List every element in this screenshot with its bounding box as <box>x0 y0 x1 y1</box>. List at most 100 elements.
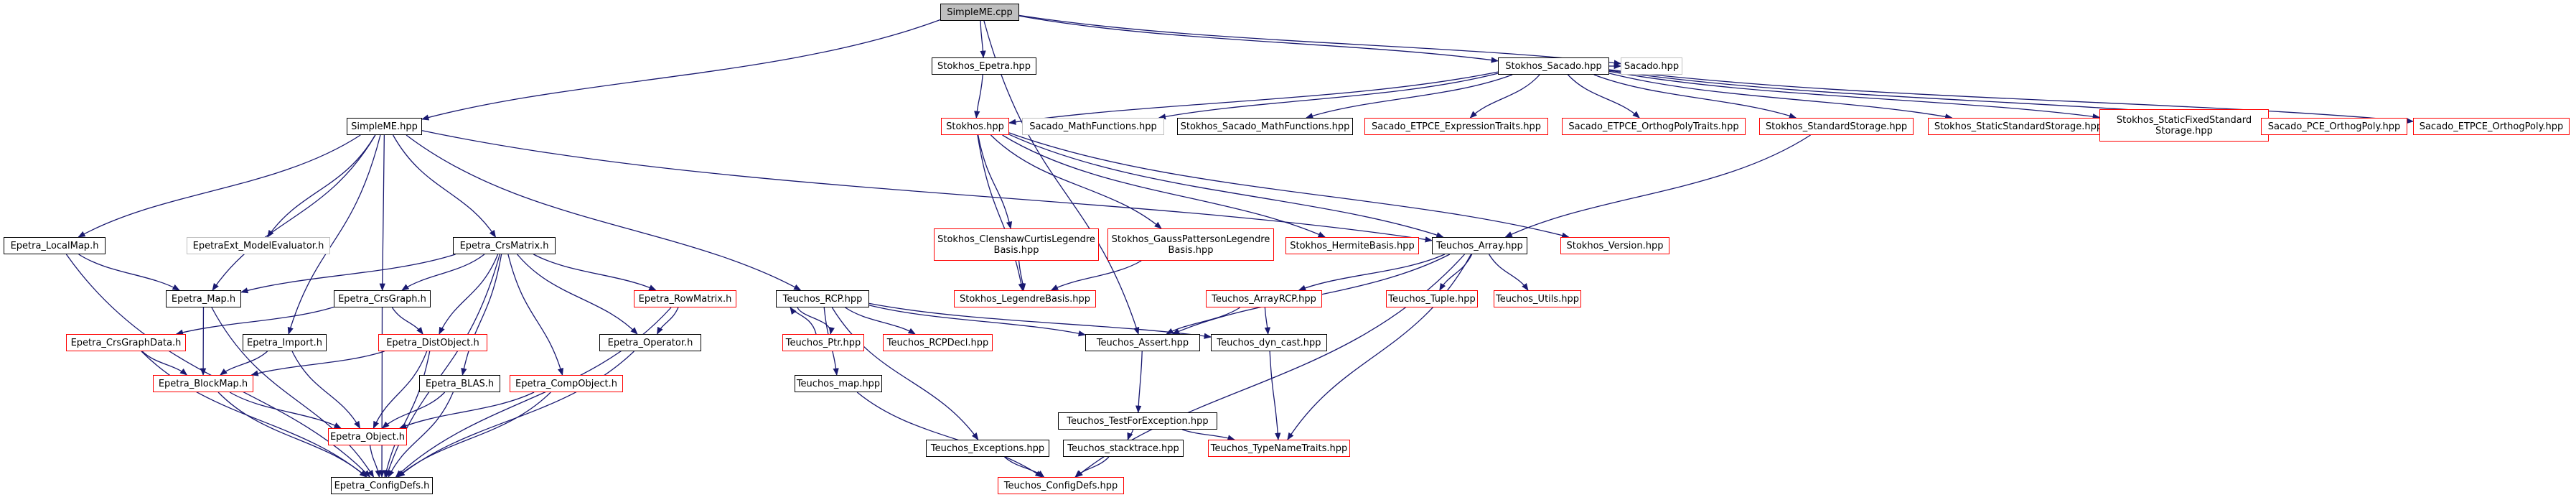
node-teuchos-assert[interactable]: Teuchos_Assert.hpp <box>1085 334 1200 351</box>
edge-epetra-compobject-to-epetra-configdefs <box>396 392 551 478</box>
node-stokhos-gpl[interactable]: Stokhos_GaussPattersonLegendre Basis.hpp <box>1107 228 1274 261</box>
edge-epetra-import-to-epetra-object <box>291 351 360 429</box>
edge-simpleme-hpp-to-epetra-import <box>287 134 381 335</box>
node-stokhos-sacado-mathfunctions[interactable]: Stokhos_Sacado_MathFunctions.hpp <box>1177 118 1353 135</box>
edge-teuchos-testforexception-to-teuchos-stacktrace <box>1127 429 1134 440</box>
edge-epetra-crsmatrix-to-epetra-operator <box>517 254 638 335</box>
node-epetra-crsgraph[interactable]: Epetra_CrsGraph.h <box>334 290 431 307</box>
node-teuchos-tuple[interactable]: Teuchos_Tuple.hpp <box>1386 290 1478 307</box>
node-stokhos-ccl[interactable]: Stokhos_ClenshawCurtisLegendre Basis.hpp <box>934 228 1099 261</box>
edge-stokhos-sacado-to-stokhos-staticstandardstorage <box>1608 73 1953 120</box>
node-epetra-operator[interactable]: Epetra_Operator.h <box>599 334 701 351</box>
edge-teuchos-assert-to-teuchos-testforexception <box>1135 351 1143 414</box>
node-epetra-map[interactable]: Epetra_Map.h <box>166 290 241 307</box>
node-simplemecpp[interactable]: SimpleME.cpp <box>940 4 1019 21</box>
node-teuchos-typenametraits[interactable]: Teuchos_TypeNameTraits.hpp <box>1208 440 1350 457</box>
edge-epetra-localmap-to-epetra-configdefs <box>65 254 371 478</box>
edge-teuchos-rcp-to-teuchos-exceptions <box>831 307 979 440</box>
edge-teuchos-rcp-to-teuchos-rcpdecl <box>845 307 916 335</box>
node-epetra-crsmatrix[interactable]: Epetra_CrsMatrix.h <box>453 237 556 254</box>
node-sacado-etpce-orthopolytraits[interactable]: Sacado_ETPCE_OrthogPolyTraits.hpp <box>1562 118 1746 135</box>
node-teuchos-rcp[interactable]: Teuchos_RCP.hpp <box>776 290 869 307</box>
node-teuchos-rcpdecl[interactable]: Teuchos_RCPDecl.hpp <box>883 334 993 351</box>
node-teuchos-ptr[interactable]: Teuchos_Ptr.hpp <box>782 334 864 351</box>
node-stokhos-staticstandardstorage[interactable]: Stokhos_StaticStandardStorage.hpp <box>1928 118 2109 135</box>
edge-teuchos-testforexception-to-teuchos-typenametraits <box>1181 429 1235 441</box>
edge-teuchos-dyncast-to-teuchos-typenametraits <box>1269 351 1281 441</box>
edge-epetra-map-to-epetra-configdefs <box>211 307 375 478</box>
edge-stokhos-sacado-to-stokhos-sacado-mathfunctions <box>1305 74 1513 119</box>
edge-epetra-compobject-to-epetra-object <box>398 392 535 429</box>
edge-epetra-distobject-to-epetra-blockmap <box>250 351 385 376</box>
node-epetraext-modelevaluator[interactable]: EpetraExt_ModelEvaluator.h <box>187 237 330 254</box>
edge-epetra-distobject-to-epetra-object <box>373 351 428 429</box>
edge-epetra-crsmatrix-to-epetra-blas <box>461 254 502 376</box>
node-teuchos-dyncast[interactable]: Teuchos_dyn_cast.hpp <box>1211 334 1327 351</box>
node-teuchos-exceptions[interactable]: Teuchos_Exceptions.hpp <box>926 440 1049 457</box>
node-teuchos-arrayrcp[interactable]: Teuchos_ArrayRCP.hpp <box>1206 290 1322 307</box>
edge-simpleme-hpp-to-teuchos-rcp <box>406 134 802 291</box>
edge-epetra-crsmatrix-to-epetra-distobject <box>439 254 499 335</box>
node-teuchos-testforexception[interactable]: Teuchos_TestForException.hpp <box>1058 412 1217 430</box>
node-epetra-compobject[interactable]: Epetra_CompObject.h <box>510 375 623 392</box>
node-epetra-blockmap[interactable]: Epetra_BlockMap.h <box>153 375 253 392</box>
node-epetra-crsgraphdata[interactable]: Epetra_CrsGraphData.h <box>66 334 186 351</box>
edge-simpleme-hpp-to-epetraext-modelevaluator <box>267 134 376 238</box>
edge-teuchos-rcp-to-teuchos-ptr <box>797 307 835 335</box>
edge-epetra-object-to-epetra-configdefs <box>369 445 381 478</box>
node-teuchos-map[interactable]: Teuchos_map.hpp <box>795 375 882 392</box>
edge-epetra-crsmatrix-to-epetra-compobject <box>507 254 563 376</box>
node-epetra-configdefs[interactable]: Epetra_ConfigDefs.h <box>331 477 433 494</box>
edge-teuchos-array-to-teuchos-typenametraits <box>1287 254 1472 440</box>
edge-stokhos-gpl-to-stokhos-legendrebasis <box>1050 260 1142 291</box>
edge-epetra-crsgraphdata-to-epetra-configdefs <box>141 351 367 478</box>
edge-simpleme-hpp-to-epetra-crsgraph <box>379 134 385 292</box>
node-stokhos-standardstorage[interactable]: Stokhos_StandardStorage.hpp <box>1759 118 1914 135</box>
edge-epetra-crsmatrix-to-epetra-rowmatrix <box>533 254 657 291</box>
node-sacado-hpp[interactable]: Sacado.hpp <box>1621 57 1682 75</box>
node-stokhos-hpp[interactable]: Stokhos.hpp <box>941 118 1009 135</box>
node-teuchos-configdefs[interactable]: Teuchos_ConfigDefs.hpp <box>998 477 1124 494</box>
node-stokhos-hermitebasis[interactable]: Stokhos_HermiteBasis.hpp <box>1285 237 1419 254</box>
node-sacado-etpce-exprtraits[interactable]: Sacado_ETPCE_ExpressionTraits.hpp <box>1364 118 1548 135</box>
node-epetra-import[interactable]: Epetra_Import.h <box>243 334 327 351</box>
node-epetra-blas[interactable]: Epetra_BLAS.h <box>419 375 500 392</box>
node-teuchos-stacktrace[interactable]: Teuchos_stacktrace.hpp <box>1063 440 1184 457</box>
edge-teuchos-rcp-to-teuchos-assert <box>868 305 1087 337</box>
node-stokhos-staticfixedstandardstorage[interactable]: Stokhos_StaticFixedStandard Storage.hpp <box>2099 109 2269 142</box>
node-epetra-rowmatrix[interactable]: Epetra_RowMatrix.h <box>634 290 736 307</box>
node-sacado-etpce-orthogpoly[interactable]: Sacado_ETPCE_OrthogPoly.hpp <box>2413 118 2570 135</box>
edge-epetra-import-to-epetra-blockmap <box>220 351 268 376</box>
edge-epetra-blockmap-to-epetra-configdefs <box>217 392 367 478</box>
node-teuchos-array[interactable]: Teuchos_Array.hpp <box>1432 237 1527 254</box>
node-sacado-pce-orthogpoly[interactable]: Sacado_PCE_OrthogPoly.hpp <box>2261 118 2407 135</box>
edge-simplemecpp-to-stokhos-epetra <box>980 20 986 59</box>
node-stokhos-sacado[interactable]: Stokhos_Sacado.hpp <box>1498 57 1609 75</box>
edge-simpleme-hpp-to-epetra-crsmatrix <box>393 134 496 238</box>
node-epetra-localmap[interactable]: Epetra_LocalMap.h <box>4 237 106 254</box>
edge-epetra-rowmatrix-to-epetra-operator <box>656 307 679 335</box>
edge-simplemecpp-to-teuchos-assert <box>983 20 1140 335</box>
edge-stokhos-hpp-to-stokhos-hermitebasis <box>1002 134 1326 238</box>
node-epetra-distobject[interactable]: Epetra_DistObject.h <box>378 334 487 351</box>
edge-epetra-operator-to-epetra-configdefs <box>397 351 634 478</box>
edge-stokhos-sacado-to-stokhos-standardstorage <box>1593 74 1797 119</box>
edge-teuchos-exceptions-to-teuchos-configdefs <box>1004 456 1045 478</box>
node-stokhos-legendrebasis[interactable]: Stokhos_LegendreBasis.hpp <box>954 290 1096 307</box>
node-stokhos-version[interactable]: Stokhos_Version.hpp <box>1560 237 1669 254</box>
node-teuchos-utils[interactable]: Teuchos_Utils.hpp <box>1494 290 1581 307</box>
edge-stokhos-sacado-to-stokhos-hpp <box>1008 71 1499 125</box>
edge-teuchos-array-to-teuchos-utils <box>1488 254 1529 291</box>
node-sacado-mathfunctions[interactable]: Sacado_MathFunctions.hpp <box>1022 118 1164 135</box>
edge-stokhos-hpp-to-stokhos-version <box>1008 132 1570 239</box>
node-epetra-object[interactable]: Epetra_Object.h <box>328 428 407 445</box>
edge-stokhos-sacado-to-sacado-etpce-orthogpoly <box>1608 69 2415 124</box>
edge-teuchos-rcp-to-teuchos-dyncast <box>868 302 1212 339</box>
edge-stokhos-sacado-to-sacado-etpce-exprtraits <box>1469 74 1540 119</box>
node-stokhos-epetra[interactable]: Stokhos_Epetra.hpp <box>932 57 1036 75</box>
edge-teuchos-ptr-to-teuchos-rcp <box>790 307 817 335</box>
node-simpleme-hpp[interactable]: SimpleME.hpp <box>347 118 422 135</box>
edge-teuchos-array-to-teuchos-arrayrcp <box>1298 254 1446 291</box>
